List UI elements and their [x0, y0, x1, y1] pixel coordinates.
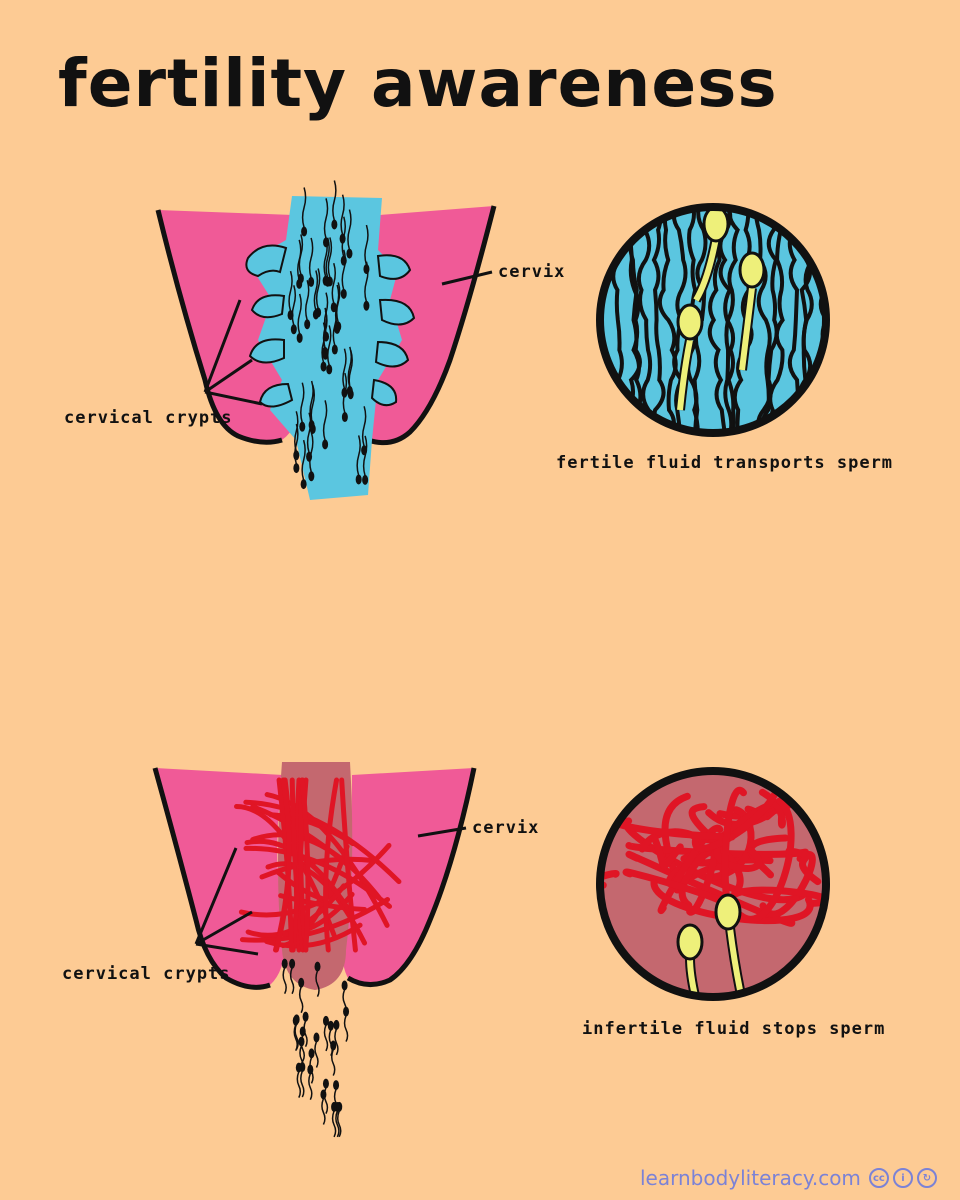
fertile-fluid-magnified — [596, 203, 830, 437]
sperm-blocked — [281, 958, 350, 1138]
license-icons: cc i ↻ — [868, 1168, 937, 1188]
cervix-leader-bottom — [417, 826, 467, 838]
sperm-swarm-fertile — [287, 180, 370, 490]
cervix-leader — [441, 270, 493, 286]
cervix-fertile — [155, 180, 497, 500]
caption-infertile: infertile fluid stops sperm — [582, 1019, 886, 1039]
cervix-label-top: cervix — [498, 262, 566, 282]
crypts-leader-bottom — [194, 847, 259, 956]
page-title: fertility awareness — [58, 45, 778, 122]
sa-icon: ↻ — [916, 1168, 937, 1188]
by-icon: i — [892, 1168, 913, 1188]
sperm-yellow-blocked — [676, 893, 745, 997]
mucus-mesh — [234, 777, 402, 953]
sperm-yellow — [675, 207, 766, 411]
cc-icon: cc — [868, 1168, 889, 1188]
caption-fertile: fertile fluid transports sperm — [556, 453, 894, 473]
crypts-label-bottom: cervical crypts — [62, 964, 231, 984]
footer: learnbodyliteracy.com cc i ↻ — [640, 1166, 937, 1190]
crypts-label-top: cervical crypts — [64, 408, 233, 428]
infertile-fluid-magnified — [596, 767, 830, 1001]
cervix-label-bottom: cervix — [472, 818, 540, 838]
site-link[interactable]: learnbodyliteracy.com — [640, 1166, 861, 1190]
crypts-leader — [203, 299, 263, 406]
cervix-infertile — [152, 762, 477, 1138]
